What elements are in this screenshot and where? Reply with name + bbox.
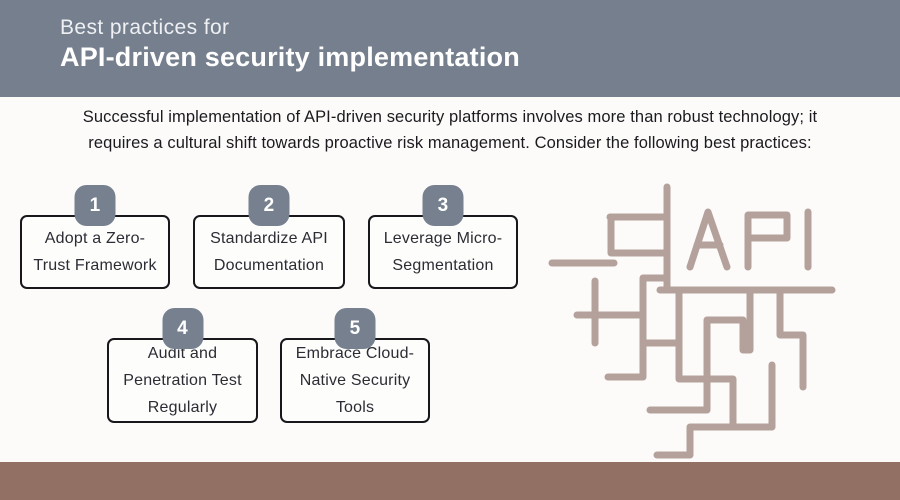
practice-card-5: 5 Embrace Cloud-Native Security Tools — [280, 308, 430, 423]
practice-card-1: 1 Adopt a Zero-Trust Framework — [20, 185, 170, 289]
practice-label: Adopt a Zero-Trust Framework — [33, 230, 157, 274]
practice-label: Embrace Cloud-Native Security Tools — [295, 345, 415, 416]
api-maze-icon — [548, 183, 836, 459]
intro-line-1: Successful implementation of API-driven … — [82, 108, 818, 126]
step-number-badge: 1 — [74, 185, 116, 226]
step-number-badge: 3 — [422, 185, 464, 226]
step-number-badge: 4 — [162, 308, 203, 349]
intro-paragraph: Successful implementation of API-driven … — [0, 104, 900, 156]
practice-card-3: 3 Leverage Micro-Segmentation — [368, 185, 518, 289]
practice-card-4: 4 Audit and Penetration Test Regularly — [107, 308, 258, 423]
intro-line-2: requires a cultural shift towards proact… — [88, 134, 812, 152]
maze-circuit-lines — [548, 183, 836, 459]
step-number-badge: 5 — [334, 308, 376, 349]
api-letters — [686, 208, 812, 271]
header-band: Best practices for API-driven security i… — [0, 0, 900, 97]
page-title: API-driven security implementation — [60, 42, 520, 72]
footer-accent-bar — [0, 462, 900, 500]
practice-label: Standardize API Documentation — [210, 230, 328, 274]
practice-label: Audit and Penetration Test Regularly — [123, 345, 242, 416]
practice-card-2: 2 Standardize API Documentation — [193, 185, 345, 289]
practice-label: Leverage Micro-Segmentation — [383, 230, 503, 274]
header-eyebrow: Best practices for — [60, 16, 230, 39]
step-number-badge: 2 — [248, 185, 290, 226]
